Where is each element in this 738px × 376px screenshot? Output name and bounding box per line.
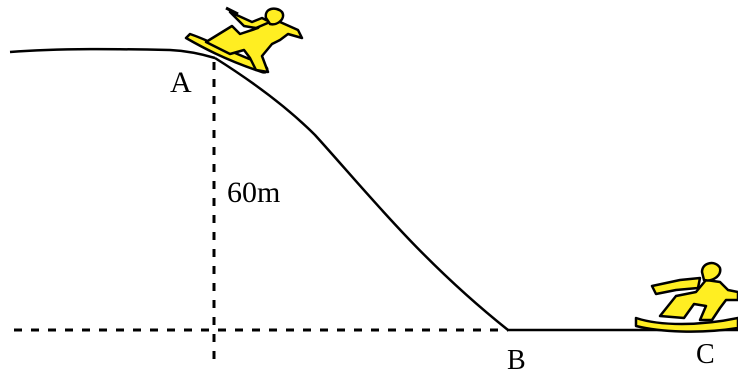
- plateau-ground-line: [9, 47, 216, 60]
- point-b-label: B: [507, 345, 526, 376]
- point-c-label: C: [696, 339, 715, 370]
- point-a-label: A: [170, 66, 192, 99]
- slope-curve: [214, 56, 509, 331]
- snowboarder-icon: [184, 6, 304, 74]
- height-label: 60m: [227, 176, 281, 209]
- snowboarder-icon: [634, 261, 738, 333]
